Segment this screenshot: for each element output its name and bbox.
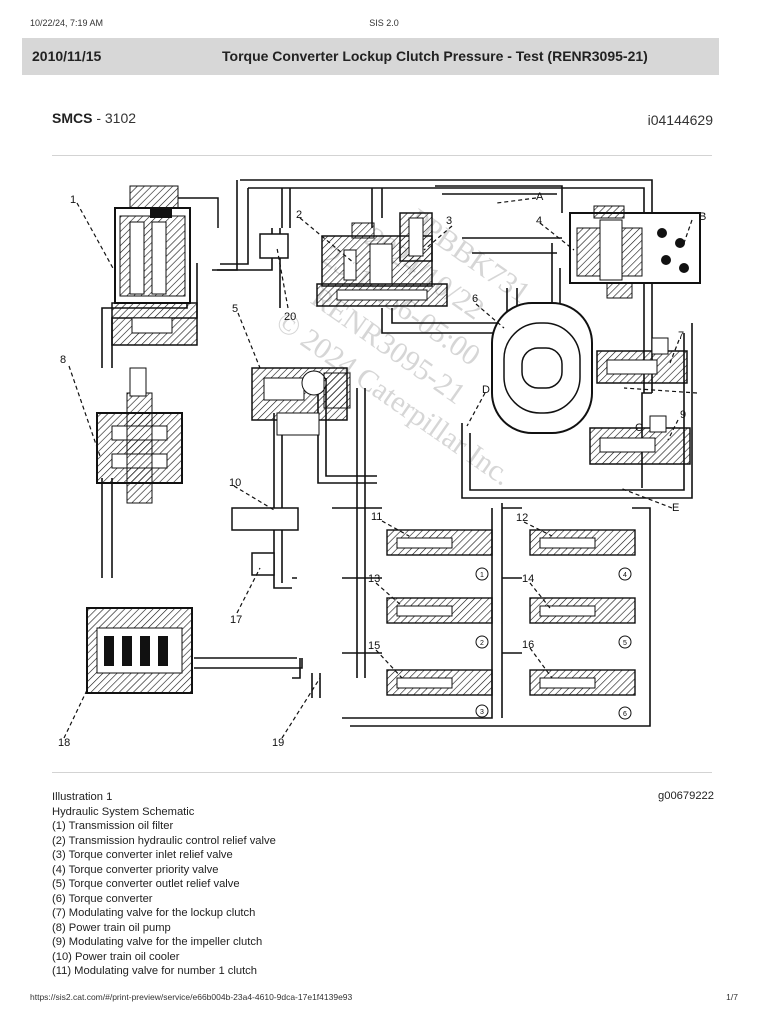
smcs-code: SMCS - 3102 bbox=[52, 110, 136, 126]
port-label: C bbox=[635, 422, 643, 434]
torque-converter-priority-valve bbox=[569, 205, 701, 299]
circled-marker: 5 bbox=[623, 640, 627, 647]
port-label: B bbox=[699, 211, 706, 223]
torque-converter bbox=[491, 302, 593, 434]
transmission-housing bbox=[86, 607, 193, 694]
document-title-bar: 2010/11/15 Torque Converter Lockup Clutc… bbox=[22, 38, 719, 75]
legend-item: (3) Torque converter inlet relief valve bbox=[52, 849, 233, 861]
callout-label: 10 bbox=[229, 477, 241, 489]
legend-item: (4) Torque converter priority valve bbox=[52, 863, 219, 876]
callout-label: 4 bbox=[536, 215, 542, 227]
circled-marker: 2 bbox=[480, 640, 484, 647]
print-footer: https://sis2.cat.com/#/print-preview/ser… bbox=[30, 992, 738, 1004]
hydraulic-schematic: PPBBK731 2024/10/22 23:19:56-05:00 RENR3… bbox=[58, 179, 706, 749]
print-datetime: 10/22/24, 7:19 AM bbox=[30, 18, 104, 28]
page-number: 1/7 bbox=[726, 992, 738, 1002]
legend-item: (1) Transmission oil filter bbox=[52, 820, 174, 832]
callout-label: 15 bbox=[368, 640, 380, 652]
figure-id: g00679222 bbox=[658, 790, 714, 802]
print-header: 10/22/24, 7:19 AM SIS 2.0 bbox=[30, 18, 738, 32]
divider-bottom bbox=[52, 772, 712, 773]
power-train-oil-cooler bbox=[231, 507, 299, 531]
callout-label: 14 bbox=[522, 573, 534, 585]
circled-marker: 1 bbox=[480, 572, 484, 579]
callout-label: 3 bbox=[446, 215, 452, 227]
callout-label: 9 bbox=[680, 409, 686, 421]
circled-marker: 4 bbox=[623, 572, 627, 579]
callout-label: 20 bbox=[284, 311, 296, 323]
print-app-name: SIS 2.0 bbox=[369, 18, 399, 28]
clutch-modulating-valves bbox=[386, 529, 636, 696]
port-label: D bbox=[482, 384, 490, 396]
callout-label: 18 bbox=[58, 737, 70, 749]
torque-converter-outlet-relief-valve bbox=[251, 367, 351, 436]
callout-label: 16 bbox=[522, 639, 534, 651]
smcs-label: SMCS bbox=[52, 110, 93, 126]
power-train-oil-pump bbox=[96, 367, 183, 504]
callout-label: 12 bbox=[516, 512, 528, 524]
legend-item: (5) Torque converter outlet relief valve bbox=[52, 878, 240, 890]
document-title: Torque Converter Lockup Clutch Pressure … bbox=[222, 48, 648, 64]
legend-item: (11) Modulating valve for number 1 clutc… bbox=[52, 965, 257, 977]
leader-lines bbox=[63, 197, 698, 739]
transmission-oil-filter bbox=[111, 185, 219, 346]
callout-label: 11 bbox=[371, 511, 382, 523]
impeller-modulating-valve bbox=[589, 415, 691, 465]
divider-top bbox=[52, 155, 712, 156]
callout-label: 1 bbox=[70, 194, 76, 206]
callout-label: 7 bbox=[678, 330, 684, 342]
callout-label: 8 bbox=[60, 354, 66, 366]
lockup-modulating-valve bbox=[596, 337, 688, 384]
control-relief-valve bbox=[316, 212, 448, 307]
port-label: A bbox=[536, 191, 544, 203]
callout-label: 5 bbox=[232, 303, 238, 315]
legend-item: (10) Power train oil cooler bbox=[52, 950, 180, 963]
document-date: 2010/11/15 bbox=[32, 48, 102, 64]
smcs-value: - 3102 bbox=[92, 110, 137, 126]
port-label: E bbox=[672, 502, 679, 514]
callout-label: 6 bbox=[472, 293, 478, 305]
legend-item: (7) Modulating valve for the lockup clut… bbox=[52, 907, 256, 919]
illustration-title: Hydraulic System Schematic bbox=[52, 805, 195, 818]
filter-20 bbox=[259, 233, 289, 259]
illustration-label: Illustration 1 bbox=[52, 791, 113, 803]
legend-item: (2) Transmission hydraulic control relie… bbox=[52, 834, 276, 847]
legend-item: (6) Torque converter bbox=[52, 892, 153, 905]
page-url: https://sis2.cat.com/#/print-preview/ser… bbox=[30, 992, 353, 1002]
circled-marker: 6 bbox=[623, 711, 627, 718]
circled-marker: 3 bbox=[480, 709, 484, 716]
component-17 bbox=[251, 552, 275, 576]
legend-item: (8) Power train oil pump bbox=[52, 921, 171, 934]
illustration-caption: Illustration 1 g00679222 Hydraulic Syste… bbox=[52, 790, 714, 979]
callout-label: 19 bbox=[272, 737, 284, 749]
legend-item: (9) Modulating valve for the impeller cl… bbox=[52, 936, 263, 948]
callout-label: 17 bbox=[230, 614, 242, 626]
callout-label: 2 bbox=[296, 209, 302, 221]
document-id: i04144629 bbox=[647, 112, 713, 128]
callout-label: 13 bbox=[368, 573, 380, 585]
